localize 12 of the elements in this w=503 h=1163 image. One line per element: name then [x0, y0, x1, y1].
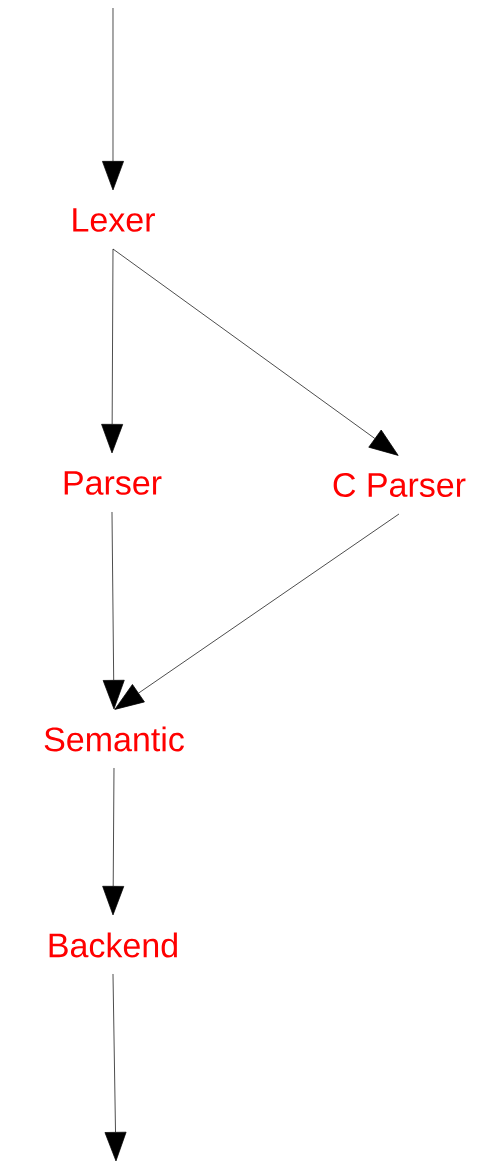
arrow — [112, 248, 399, 456]
arrow — [114, 513, 400, 710]
node-label: Lexer — [73, 208, 155, 232]
node-label: Semantic — [44, 726, 184, 752]
arrow — [104, 973, 127, 1162]
node-label: Backend — [49, 932, 177, 958]
arrow — [102, 767, 125, 916]
node-label: Parser — [64, 471, 162, 495]
arrow — [102, 511, 125, 710]
arrow — [101, 248, 124, 454]
node-label: C Parser — [333, 472, 466, 498]
arrow — [102, 7, 124, 191]
